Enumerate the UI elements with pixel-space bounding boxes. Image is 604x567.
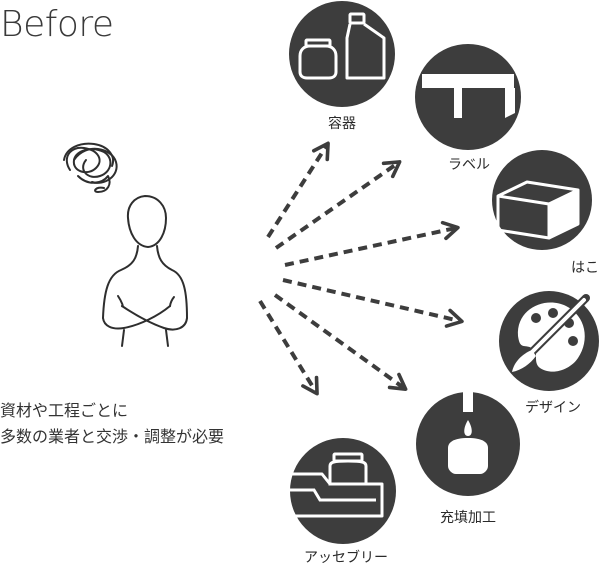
tangled-thought-icon	[63, 142, 118, 193]
caption-line-1: 資材や工程ごとに	[0, 401, 129, 420]
dashed-arrows	[258, 141, 464, 396]
label-box: はこ	[571, 260, 599, 276]
filling-icon	[416, 392, 520, 496]
arrow-to-design	[282, 278, 464, 328]
label-filling: 充填加工	[440, 510, 496, 526]
bottles-icon	[289, 1, 395, 107]
label-container: 容器	[328, 116, 356, 132]
label-design: デザイン	[525, 400, 581, 416]
assembly-icon	[290, 438, 396, 544]
label-assembly: アッセブリー	[304, 550, 388, 566]
palette-icon	[499, 291, 599, 391]
arrow-to-filling	[273, 293, 408, 391]
box-icon	[492, 150, 592, 250]
arrow-to-label	[274, 160, 402, 250]
arrow-to-assembly	[258, 299, 319, 396]
page-title: Before	[0, 4, 114, 45]
label-icon	[415, 44, 521, 150]
label-label: ラベル	[448, 157, 490, 173]
arrow-to-box	[284, 220, 460, 267]
confused-person-icon	[63, 142, 188, 347]
caption-line-2: 多数の業者と交渉・調整が必要	[0, 427, 225, 446]
arrow-to-container	[266, 141, 330, 239]
caption: 資材や工程ごとに 多数の業者と交渉・調整が必要	[0, 398, 224, 450]
